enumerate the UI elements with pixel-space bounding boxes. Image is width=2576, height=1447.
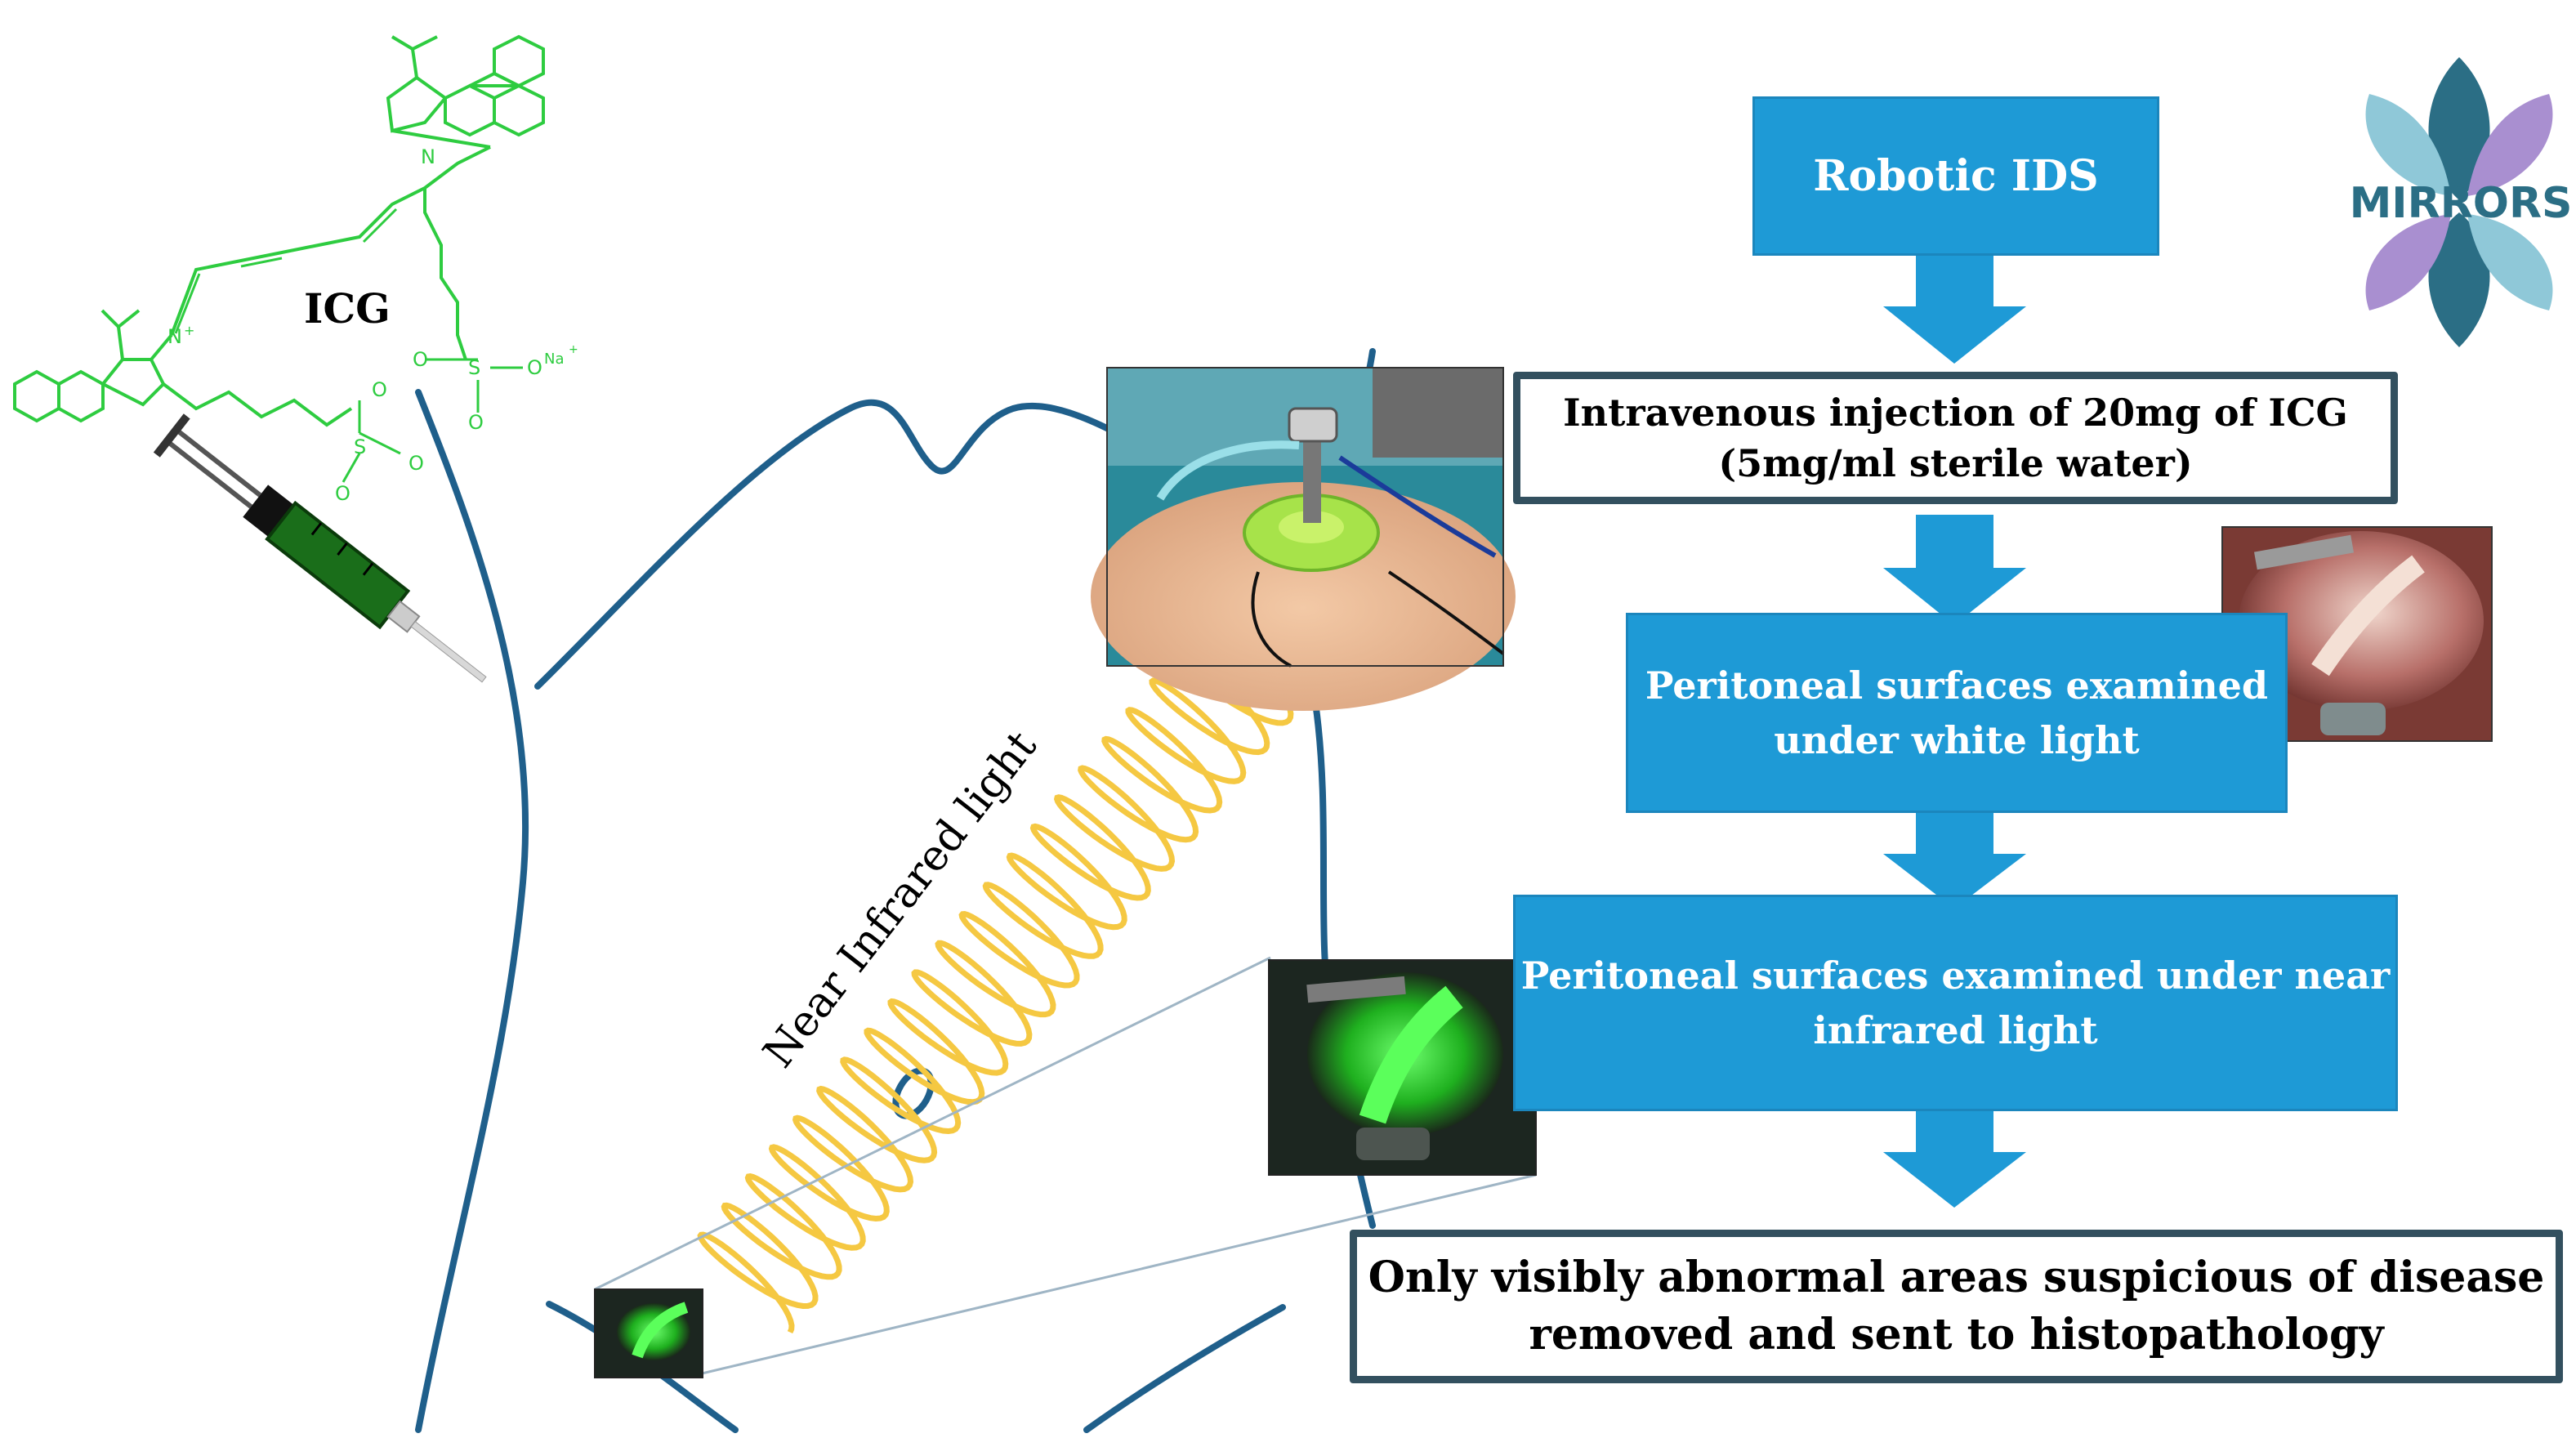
step-histopathology: Only visibly abnormal areas suspicious o…	[1350, 1230, 2563, 1383]
left-ring-c	[100, 358, 166, 407]
step-robotic-ids-text: Robotic IDS	[1813, 151, 2099, 201]
left-ring-b	[57, 369, 105, 423]
oxygen-1: O	[372, 378, 387, 401]
projection-lines	[594, 956, 1537, 1376]
oxygen-4: O	[413, 348, 428, 371]
surgical-photo	[1091, 367, 1516, 711]
n-right-atom: N	[421, 145, 435, 168]
ona-oxygen: O	[527, 356, 542, 379]
na-atom: Na	[544, 351, 565, 368]
arrow-down-icon	[1883, 801, 2026, 909]
oxygen-5: O	[468, 411, 484, 434]
step-histopathology-line1: Only visibly abnormal areas suspicious o…	[1368, 1252, 2545, 1302]
step-white-light-line1: Peritoneal surfaces examined	[1645, 663, 2269, 708]
right-ring-b	[444, 83, 496, 137]
step-injection-line2: (5mg/ml sterile water)	[1718, 441, 2193, 485]
flow-arrows	[1883, 253, 2026, 1208]
right-ring-a	[493, 83, 545, 137]
step-robotic-ids: Robotic IDS	[1752, 96, 2159, 256]
n-left-atom: N	[167, 325, 182, 348]
step-white-light: Peritoneal surfaces examined under white…	[1626, 613, 2288, 813]
laparoscopic-image	[594, 1288, 703, 1378]
arrow-down-icon	[1883, 1099, 2026, 1208]
icg-label: ICG	[304, 284, 391, 333]
step-injection: Intravenous injection of 20mg of ICG (5m…	[1513, 372, 2398, 504]
nir-photo	[1268, 959, 1537, 1176]
right-ring-c	[386, 75, 448, 133]
polymethine-chain	[170, 145, 491, 336]
s-right-atom: S	[468, 356, 480, 379]
icg-molecule	[13, 34, 545, 427]
s-left-atom: S	[354, 435, 366, 458]
step-near-infrared-line2: infrared light	[1813, 1007, 2098, 1052]
step-near-infrared-line1: Peritoneal surfaces examined under near	[1520, 953, 2391, 998]
n-left-charge: +	[184, 323, 194, 338]
step-histopathology-line2: removed and sent to histopathology	[1529, 1310, 2384, 1360]
logo-text: MIRRORS	[2350, 179, 2573, 228]
nir-wave	[697, 619, 1315, 1334]
nir-label: Near Infrared light	[754, 722, 1047, 1077]
mirrors-logo: MIRRORS	[2350, 57, 2573, 347]
left-ring-a	[13, 369, 60, 423]
step-near-infrared: Peritoneal surfaces examined under near …	[1513, 895, 2398, 1111]
na-charge: +	[569, 343, 578, 356]
oxygen-2: O	[408, 452, 424, 475]
arrow-down-icon	[1883, 515, 2026, 625]
step-white-light-line2: under white light	[1774, 717, 2140, 762]
step-injection-line1: Intravenous injection of 20mg of ICG	[1563, 390, 2348, 435]
arrow-down-icon	[1883, 253, 2026, 364]
syringe-icon	[153, 413, 487, 683]
oxygen-3: O	[335, 482, 350, 505]
